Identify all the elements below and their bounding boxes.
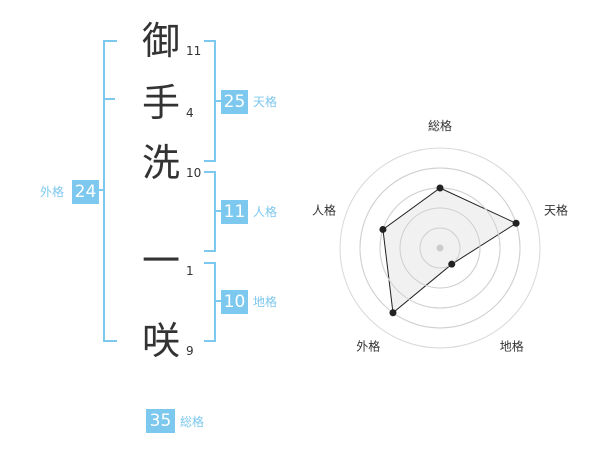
radar-center-dot bbox=[436, 244, 444, 252]
radar-point-3 bbox=[448, 260, 456, 268]
radar-point-4 bbox=[389, 309, 397, 317]
tenkaku-connector bbox=[214, 100, 221, 102]
radar-axis-label-3: 地格 bbox=[500, 339, 524, 354]
name-char-5: 咲 bbox=[141, 319, 180, 363]
gaikaku-label: 外格 bbox=[40, 185, 65, 199]
chikaku-connector bbox=[214, 300, 221, 302]
radar-point-1 bbox=[436, 184, 444, 192]
soukaku-label: 総格 bbox=[180, 415, 205, 429]
gaikaku-bracket bbox=[103, 40, 117, 342]
radar-data-polygon bbox=[382, 187, 518, 314]
radar-axis-label-2: 天格 bbox=[544, 202, 568, 217]
tenkaku-label: 天格 bbox=[253, 95, 278, 109]
gaikaku-value-badge: 24 bbox=[72, 180, 99, 204]
stroke-count-5: 9 bbox=[186, 344, 194, 358]
soukaku-value-badge: 35 bbox=[146, 409, 175, 433]
gaikaku-bracket-tick bbox=[103, 98, 115, 100]
name-char-3: 洗 bbox=[141, 141, 180, 185]
chikaku-value-badge: 10 bbox=[221, 290, 248, 314]
jinkaku-connector bbox=[214, 210, 221, 212]
radar-axis-label-1: 総格 bbox=[428, 118, 452, 133]
radar-grid-ring-overlay bbox=[359, 167, 521, 329]
radar-axis-label-4: 外格 bbox=[356, 339, 380, 354]
radar-grid-ring-overlay bbox=[399, 207, 481, 289]
radar-grid-ring-overlay bbox=[419, 227, 461, 269]
stroke-count-3: 10 bbox=[186, 166, 202, 180]
radar-point-2 bbox=[512, 219, 520, 227]
chikaku-label: 地格 bbox=[253, 295, 278, 309]
name-char-2: 手 bbox=[141, 81, 180, 125]
chikaku-bracket bbox=[204, 262, 216, 342]
radar-axis-label-5: 人格 bbox=[312, 202, 336, 217]
stroke-count-1: 11 bbox=[186, 44, 202, 58]
name-char-4: 一 bbox=[141, 239, 180, 283]
jinkaku-value-badge: 11 bbox=[221, 200, 248, 224]
stroke-count-4: 1 bbox=[186, 264, 194, 278]
gaikaku-connector bbox=[95, 189, 105, 191]
radar-point-5 bbox=[379, 225, 387, 233]
tenkaku-value-badge: 25 bbox=[221, 90, 248, 114]
name-char-1: 御 bbox=[141, 19, 180, 63]
stroke-count-2: 4 bbox=[186, 106, 194, 120]
jinkaku-label: 人格 bbox=[253, 205, 278, 219]
